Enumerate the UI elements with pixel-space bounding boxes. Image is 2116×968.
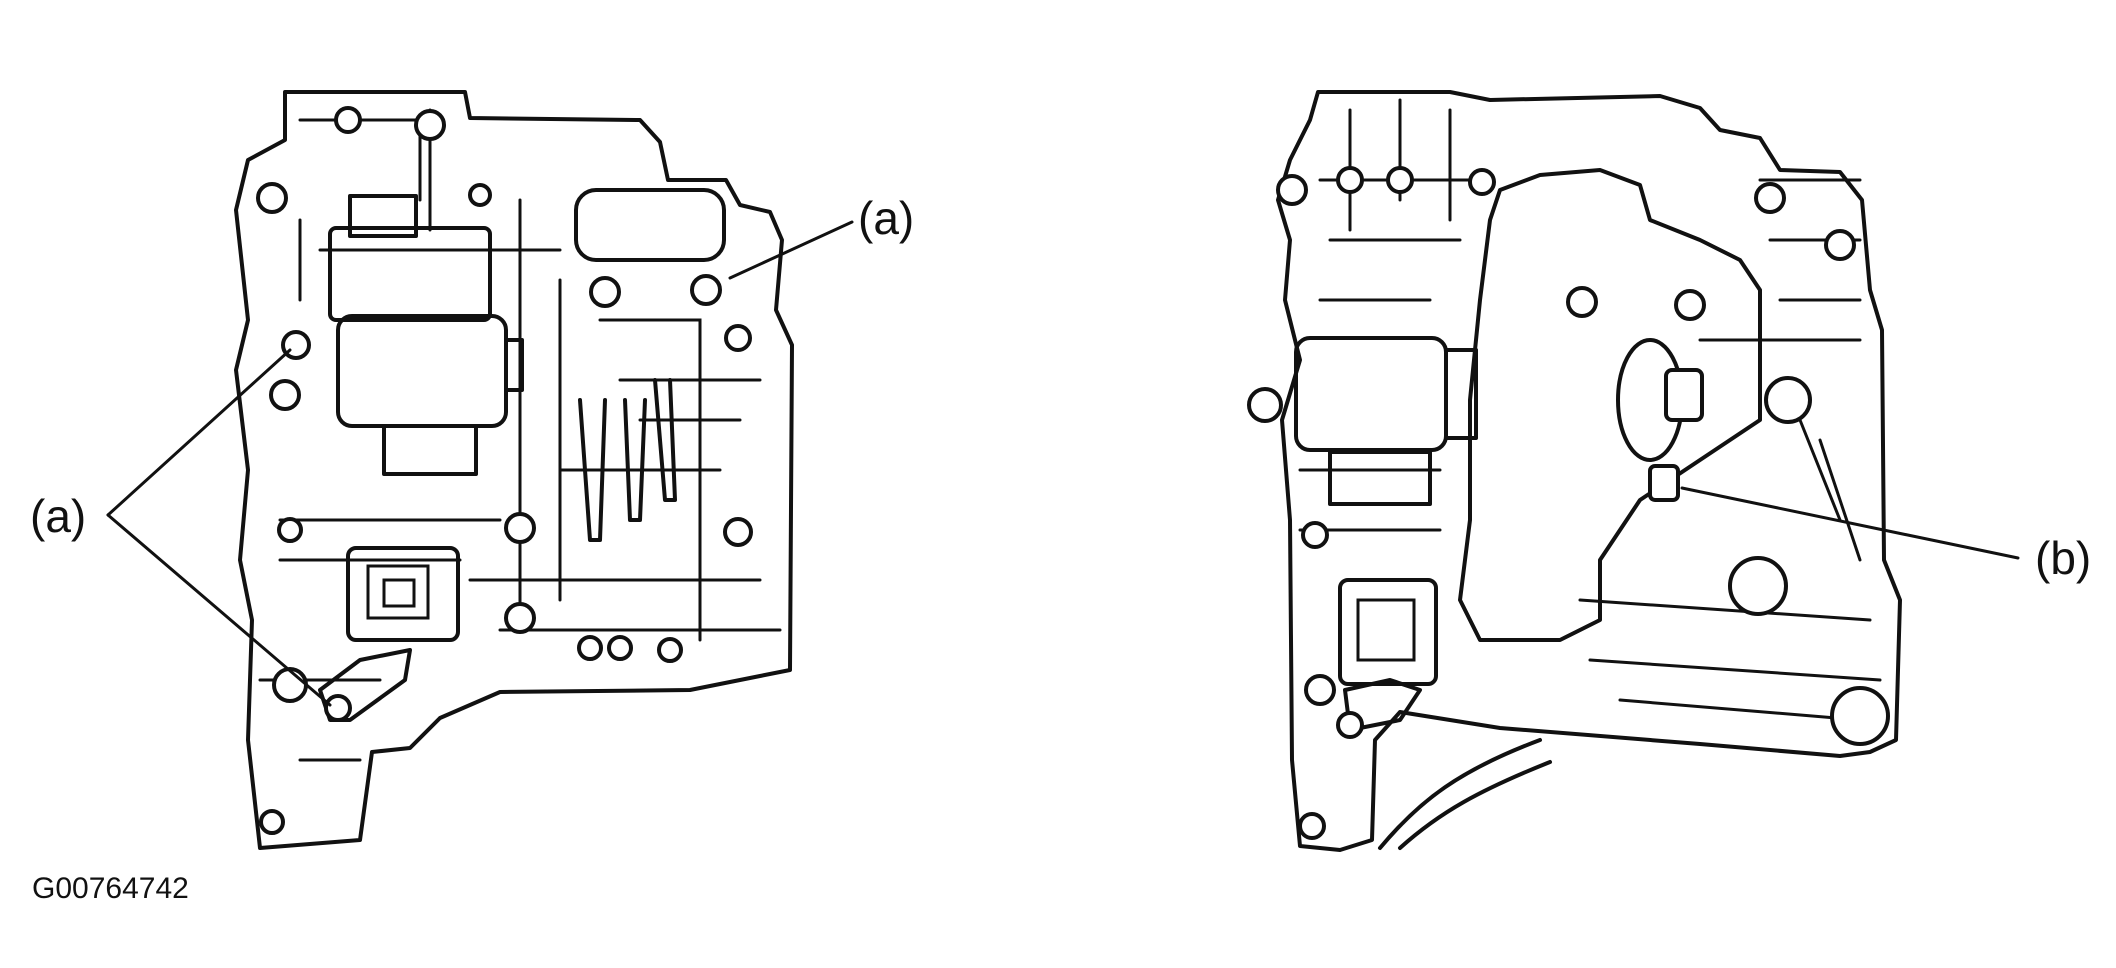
- bolt: [1566, 286, 1598, 318]
- left-valve-stems: [578, 378, 677, 542]
- right-view-solenoid-connector: [1328, 450, 1432, 506]
- bolt: [723, 517, 753, 547]
- lower-connector-pin: [382, 578, 416, 608]
- bolt: [1336, 166, 1364, 194]
- bolt: [269, 379, 301, 411]
- central-solenoid-connector: [382, 424, 478, 476]
- right-view-lower-connector: [1338, 578, 1438, 686]
- right-view-lower-connector-socket: [1356, 598, 1416, 662]
- bolt: [607, 635, 633, 661]
- lower-connector: [346, 546, 460, 642]
- bolt: [1728, 556, 1788, 616]
- left-internal-channels: [258, 108, 782, 762]
- callout-a-left-leader-lower: [106, 513, 332, 707]
- right-view-solenoid: [1294, 336, 1448, 452]
- callout-a-leaders: [106, 220, 854, 707]
- right-view-harness-inner: [1398, 760, 1552, 850]
- bolt: [1468, 168, 1496, 196]
- central-solenoid-tip: [504, 338, 524, 392]
- bolt: [277, 517, 303, 543]
- lower-bracket: [318, 648, 412, 722]
- bolt: [256, 182, 288, 214]
- upper-solenoid-connector: [348, 194, 418, 238]
- bolt: [1824, 229, 1856, 261]
- bolt-b-callout-target: [1648, 464, 1680, 502]
- left-valve-body-view: [234, 90, 794, 850]
- bolt: [1386, 166, 1414, 194]
- right-view-harness: [1378, 738, 1542, 850]
- bolt: [724, 324, 752, 352]
- bolt: [1301, 521, 1329, 549]
- bolt: [1304, 674, 1336, 706]
- bolt: [1754, 182, 1786, 214]
- cover-bolt: [1664, 368, 1704, 422]
- lower-connector-socket: [366, 564, 430, 620]
- bolt: [504, 602, 536, 634]
- bolt: [259, 809, 285, 835]
- bolt: [657, 637, 683, 663]
- bolt: [577, 635, 603, 661]
- bolt: [1336, 711, 1364, 739]
- callout-b-leader: [1680, 486, 2020, 560]
- right-view-solenoid-tip: [1444, 348, 1478, 440]
- bolt: [1276, 174, 1308, 206]
- bolt: [589, 276, 621, 308]
- callout-a-right-label: (a): [858, 192, 914, 244]
- bolt: [272, 667, 308, 703]
- bolt: [1298, 812, 1326, 840]
- bolt-a-callout-target: [324, 694, 352, 722]
- bolt: [468, 183, 492, 207]
- callout-a-left-label: (a): [30, 490, 86, 542]
- right-valve-body-outline: [1276, 90, 1902, 852]
- callout-b-label: (b): [2035, 532, 2091, 584]
- callout-a-right-leader: [728, 220, 854, 280]
- figure-id: G00764742: [32, 872, 189, 905]
- upper-solenoid: [328, 226, 492, 322]
- left-valve-body-outline: [234, 90, 794, 850]
- bolt: [334, 106, 362, 134]
- right-cover-outline: [1458, 168, 1762, 642]
- right-solenoid: [574, 188, 726, 262]
- bolt: [414, 109, 446, 141]
- right-valve-body-view: [1247, 90, 1902, 852]
- callout-a-left-leader-upper: [106, 348, 292, 517]
- central-solenoid: [336, 314, 508, 428]
- bolt: [1674, 289, 1706, 321]
- bolt: [1247, 387, 1283, 423]
- bolt: [504, 512, 536, 544]
- bolt-a-callout-target: [690, 274, 722, 306]
- bolt: [1830, 686, 1890, 746]
- bolt: [1764, 376, 1812, 424]
